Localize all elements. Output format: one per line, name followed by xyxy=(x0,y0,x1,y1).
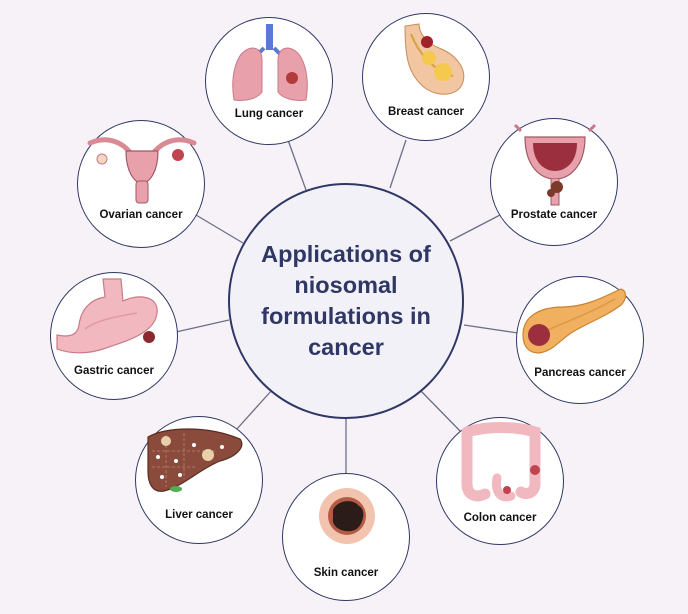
connector-lung xyxy=(287,139,307,191)
node-ovarian-cancer: Ovarian cancer xyxy=(77,120,205,248)
node-label: Gastric cancer xyxy=(74,365,154,377)
node-gastric-cancer: Gastric cancer xyxy=(50,272,178,400)
skin-icon xyxy=(319,488,375,544)
stomach-icon xyxy=(56,278,158,354)
connector-ovarian xyxy=(195,214,244,244)
center-title: Applications of niosomal formulations in… xyxy=(261,241,431,360)
liver-icon xyxy=(147,428,243,492)
center-circle: Applications of niosomal formulations in… xyxy=(228,183,464,419)
ovary-icon xyxy=(87,137,197,204)
prostate-icon xyxy=(513,123,597,206)
node-label: Skin cancer xyxy=(313,567,379,579)
node-label: Ovarian cancer xyxy=(99,209,183,221)
node-label: Prostate cancer xyxy=(510,209,598,221)
node-breast-cancer: Breast cancer xyxy=(362,13,490,141)
lung-icon xyxy=(232,24,308,101)
connector-colon xyxy=(419,389,463,434)
node-skin-cancer: Skin cancer xyxy=(282,473,410,601)
node-colon-cancer: Colon cancer xyxy=(436,417,564,545)
node-label: Breast cancer xyxy=(387,106,465,118)
pancreas-icon xyxy=(522,288,627,354)
node-label: Colon cancer xyxy=(463,512,537,524)
node-label: Pancreas cancer xyxy=(534,367,626,379)
connector-pancreas xyxy=(463,324,519,334)
node-label: Liver cancer xyxy=(165,509,233,521)
node-label: Lung cancer xyxy=(234,108,304,120)
node-pancreas-cancer: Pancreas cancer xyxy=(516,276,644,404)
connector-gastric xyxy=(175,319,230,333)
connector-prostate xyxy=(449,214,501,242)
node-lung-cancer: Lung cancer xyxy=(205,17,333,145)
connector-liver xyxy=(235,389,273,431)
breast-icon xyxy=(404,23,465,95)
connector-breast xyxy=(389,139,407,189)
node-liver-cancer: Liver cancer xyxy=(135,416,263,544)
colon-icon xyxy=(461,422,541,502)
node-prostate-cancer: Prostate cancer xyxy=(490,118,618,246)
